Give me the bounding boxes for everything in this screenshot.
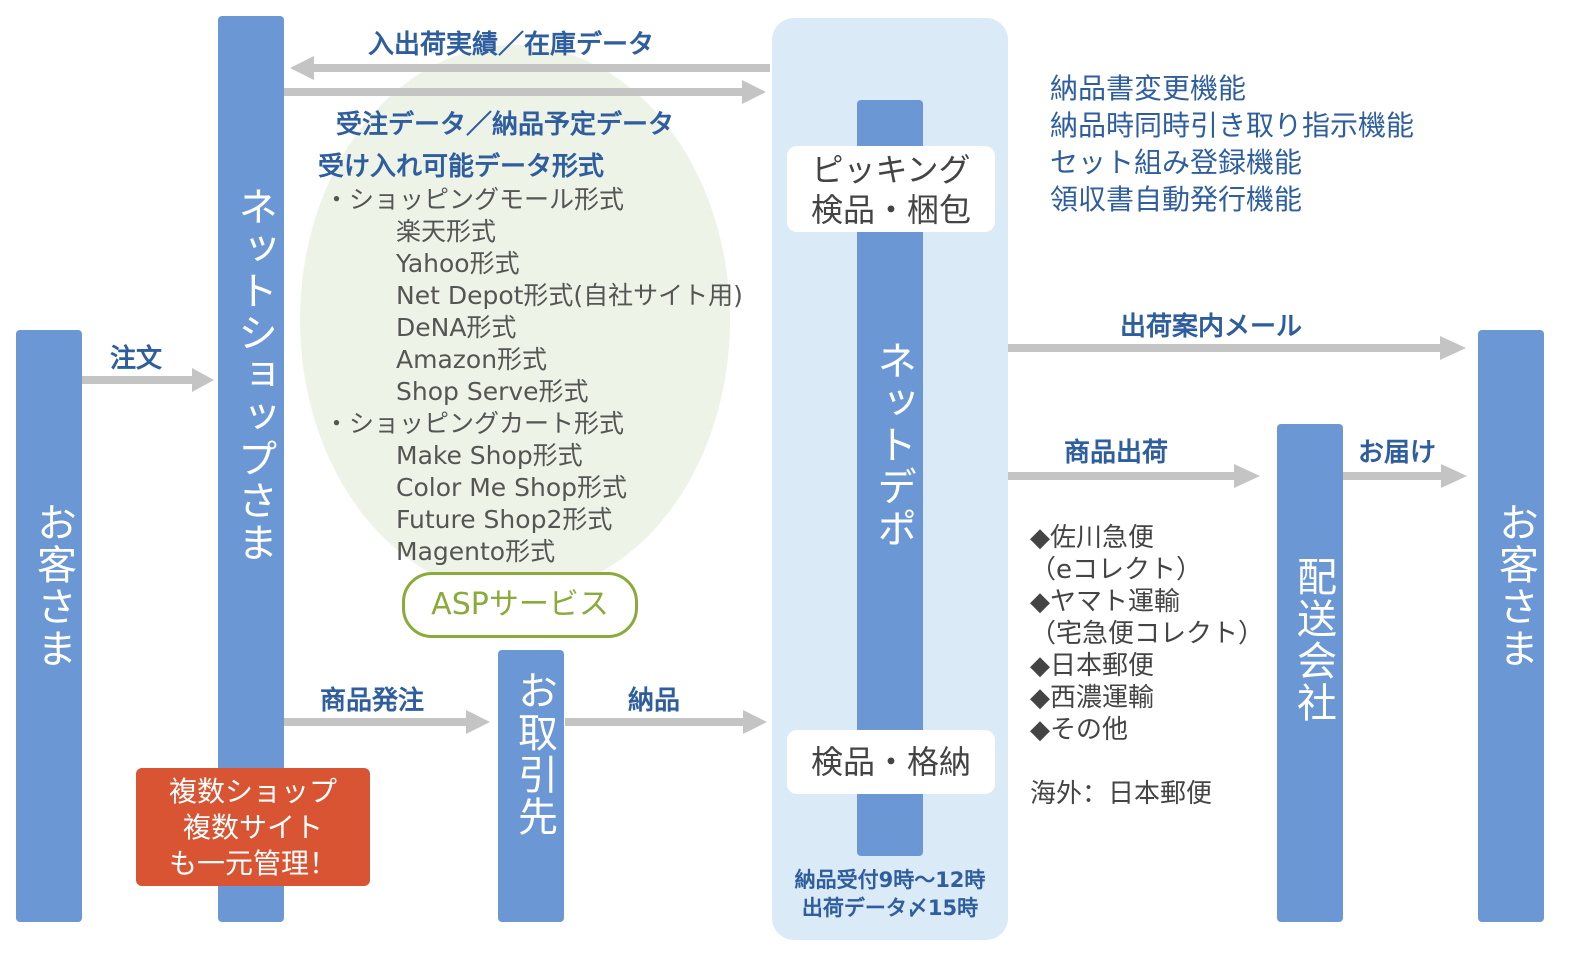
carrier-item: （eコレクト） [1030, 555, 1202, 585]
customers-left-label: お客さま [30, 502, 76, 670]
feature-item: 納品書変更機能 [1050, 72, 1247, 105]
arrow-delivery [565, 718, 745, 726]
arrow-product-shipping-head [1234, 464, 1260, 488]
delivery-label: 納品 [628, 686, 681, 716]
order-data-label: 受注データ／納品予定データ [336, 110, 675, 140]
supplier-label: お取引先 [511, 670, 557, 838]
feature-item: 領収書自動発行機能 [1050, 183, 1303, 216]
carrier-item: ◆その他 [1030, 715, 1128, 745]
format-item: Yahoo形式 [396, 249, 520, 278]
format-item: Future Shop2形式 [396, 505, 613, 534]
arrow-order-data [284, 88, 744, 96]
carrier-item: ◆ヤマト運輸 [1030, 587, 1180, 617]
arrow-deliver-head [1441, 464, 1467, 488]
arrow-product-shipping [1008, 472, 1236, 480]
feature-list: 納品書変更機能 納品時同時引き取り指示機能 セット組み登録機能 領収書自動発行機… [1050, 70, 1414, 218]
format-item: 楽天形式 [396, 217, 497, 246]
multi-shop-note-line: 複数サイト [182, 811, 323, 844]
net-shop-label: ネットショップさま [231, 186, 277, 564]
arrow-purchase-order [284, 718, 468, 726]
carrier-item: ◆佐川急便 [1030, 523, 1154, 553]
data-format-oval [300, 45, 730, 595]
picking-label: ピッキング [811, 151, 971, 189]
overseas-carrier: 海外：日本郵便 [1030, 779, 1213, 809]
order-label: 注文 [110, 344, 163, 374]
arrow-order [82, 376, 194, 384]
stock-data-label: 入出荷実績／在庫データ [368, 30, 655, 60]
multi-shop-note-line: 複数ショップ [168, 775, 337, 808]
purchase-order-label: 商品発注 [320, 686, 425, 716]
supplier-bar [498, 650, 564, 922]
format-item: Amazon形式 [396, 345, 548, 374]
customers-right-bar [1478, 330, 1544, 922]
arrow-purchase-order-head [466, 710, 490, 734]
asp-service-badge: ASPサービス [402, 572, 638, 638]
deliver-label: お届け [1358, 438, 1437, 468]
feature-item: 納品時同時引き取り指示機能 [1050, 109, 1415, 142]
arrow-shipping-mail [1008, 344, 1442, 352]
inspection-storage-box: 検品・格納 [787, 730, 995, 794]
carrier-list: ◆佐川急便 （eコレクト） ◆ヤマト運輸 （宅急便コレクト） ◆日本郵便 ◆西濃… [1030, 522, 1264, 746]
carrier-item: （宅急便コレクト） [1030, 619, 1265, 649]
feature-item: セット組み登録機能 [1050, 146, 1303, 179]
arrow-stock-data-head [290, 56, 314, 80]
multi-shop-note-line: も一元管理！ [168, 847, 337, 880]
customers-right-label: お客さま [1492, 502, 1538, 670]
picking-inspection-box: ピッキング 検品・梱包 [787, 146, 995, 232]
arrow-order-head [192, 368, 214, 392]
format-item: Magento形式 [396, 537, 556, 566]
depot-hours: 納品受付9時〜12時 出荷データ〆15時 [772, 866, 1008, 922]
carrier-company-bar [1277, 424, 1343, 922]
carrier-item: ◆日本郵便 [1030, 651, 1154, 681]
format-item: Color Me Shop形式 [396, 473, 627, 502]
arrow-shipping-mail-head [1440, 336, 1466, 360]
carrier-company-label: 配送会社 [1290, 556, 1336, 724]
mall-format-heading: ・ショッピングモール形式 [324, 185, 625, 214]
format-item: Net Depot形式(自社サイト用) [396, 281, 743, 310]
carrier-item: ◆西濃運輸 [1030, 683, 1154, 713]
shipping-mail-label: 出荷案内メール [1120, 312, 1303, 342]
arrow-delivery-head [743, 710, 767, 734]
shipping-deadline: 出荷データ〆15時 [801, 896, 979, 920]
arrow-deliver [1343, 472, 1443, 480]
format-item: Shop Serve形式 [396, 377, 589, 406]
customers-left-bar [16, 330, 82, 922]
arrow-order-data-head [742, 80, 766, 104]
cart-format-heading: ・ショッピングカート形式 [324, 409, 625, 438]
product-shipping-label: 商品出荷 [1064, 438, 1169, 468]
net-depot-label: ネットデポ [870, 340, 916, 550]
format-item: DeNA形式 [396, 313, 517, 342]
formats-title: 受け入れ可能データ形式 [318, 152, 605, 182]
inspection-packing-label: 検品・梱包 [810, 191, 971, 229]
multi-shop-note: 複数ショップ 複数サイト も一元管理！ [136, 768, 370, 886]
receiving-hours: 納品受付9時〜12時 [794, 868, 986, 892]
format-item: Make Shop形式 [396, 441, 583, 470]
arrow-stock-data [312, 64, 770, 72]
